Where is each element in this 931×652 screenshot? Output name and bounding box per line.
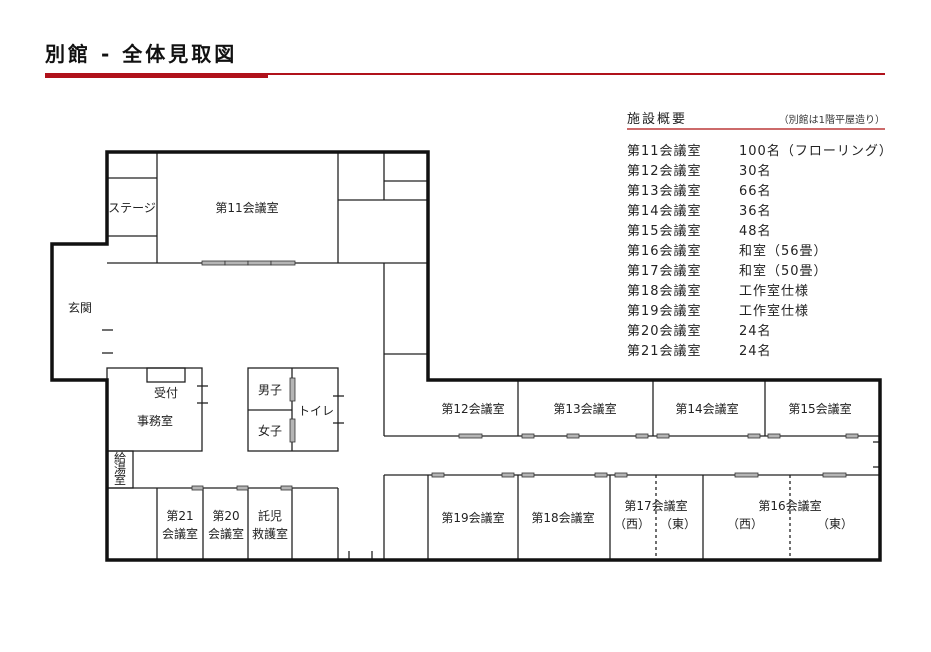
summary-row: 第17会議室 和室（50畳） [627, 262, 893, 282]
label-women: 女子 [258, 423, 282, 438]
door [635, 433, 649, 439]
door [289, 418, 296, 443]
label-kitchen-2: 湯 [114, 462, 126, 476]
summary-row: 第14会議室 36名 [627, 202, 893, 222]
label-room14: 第14会議室 [675, 401, 738, 416]
door [289, 377, 296, 402]
summary-room-capacity: 24名 [739, 344, 772, 359]
label-toilet: トイレ [298, 404, 334, 418]
label-room12: 第12会議室 [441, 401, 504, 416]
label-room20-1: 第20 [212, 509, 239, 523]
summary-row: 第11会議室 100名（フローリング） [627, 142, 893, 162]
label-room11: 第11会議室 [215, 200, 278, 215]
summary-room-name: 第17会議室 [627, 264, 702, 279]
label-childcare-1: 託児 [258, 508, 282, 523]
summary-room-capacity: 30名 [739, 164, 772, 179]
summary-heading: 施設概要 [627, 112, 688, 127]
label-room19: 第19会議室 [441, 510, 504, 525]
label-room17-east: （東） [660, 517, 696, 531]
summary-room-name: 第21会議室 [627, 344, 702, 359]
summary-room-capacity: 24名 [739, 324, 772, 339]
door [822, 472, 847, 478]
summary-room-capacity: 66名 [739, 184, 772, 199]
title-underline [268, 73, 885, 75]
door [236, 485, 249, 491]
label-kitchen-1: 給 [114, 451, 126, 465]
door [458, 433, 483, 439]
summary-row: 第16会議室 和室（56畳） [627, 242, 893, 262]
label-entrance: 玄関 [68, 300, 92, 315]
label-stage: ステージ [108, 201, 156, 215]
summary-row: 第19会議室 工作室仕様 [627, 302, 893, 322]
door [656, 433, 670, 439]
summary-row: 第15会議室 48名 [627, 222, 893, 242]
label-room17: 第17会議室 [624, 498, 687, 513]
door [247, 260, 272, 266]
label-kitchen-3: 室 [114, 472, 126, 487]
summary-room-name: 第20会議室 [627, 324, 702, 339]
label-men: 男子 [258, 383, 282, 397]
label-room21-1: 第21 [166, 509, 193, 523]
door [201, 260, 226, 266]
summary-room-capacity: 工作室仕様 [739, 304, 810, 319]
summary-room-name: 第12会議室 [627, 164, 702, 179]
door [431, 472, 445, 478]
label-room18: 第18会議室 [531, 510, 594, 525]
door [614, 472, 628, 478]
summary-room-name: 第14会議室 [627, 204, 702, 219]
summary-room-name: 第16会議室 [627, 244, 702, 259]
page-title: 別館 - 全体見取図 [45, 42, 238, 66]
label-room15: 第15会議室 [788, 401, 851, 416]
label-room16-west: （西） [727, 517, 763, 531]
summary-room-name: 第13会議室 [627, 184, 702, 199]
summary-row: 第21会議室 24名 [627, 342, 893, 362]
label-room17-west: （西） [614, 517, 650, 531]
label-room21-2: 会議室 [162, 526, 198, 541]
label-room13: 第13会議室 [553, 401, 616, 416]
summary-room-name: 第11会議室 [627, 144, 702, 159]
summary-room-capacity: 48名 [739, 224, 772, 239]
door [747, 433, 761, 439]
summary-list: 第11会議室 100名（フローリング） 第12会議室 30名第13会議室 66名第14会… [627, 142, 893, 362]
door [845, 433, 859, 439]
summary-room-capacity: 和室（50畳） [739, 264, 828, 279]
door [280, 485, 293, 491]
door [270, 260, 296, 266]
door [521, 472, 535, 478]
summary-row: 第12会議室 30名 [627, 162, 893, 182]
summary-divider [627, 128, 885, 130]
door [501, 472, 515, 478]
summary-room-capacity: 工作室仕様 [739, 284, 810, 299]
door [224, 260, 249, 266]
label-office: 事務室 [137, 413, 173, 428]
summary-room-name: 第19会議室 [627, 304, 702, 319]
door [594, 472, 608, 478]
interior-walls [102, 152, 880, 560]
label-reception: 受付 [154, 386, 178, 400]
summary-room-capacity: 和室（56畳） [739, 244, 828, 259]
outer-wall [50, 150, 882, 562]
door [566, 433, 580, 439]
summary-note: （別館は1階平屋造り） [778, 115, 885, 126]
label-room20-2: 会議室 [208, 526, 244, 541]
door [734, 472, 759, 478]
summary-row: 第13会議室 66名 [627, 182, 893, 202]
room-labels: ステージ 第11会議室 玄関 受付 事務室 給 湯 室 男子 女子 トイレ 第2… [68, 200, 853, 541]
door [521, 433, 535, 439]
door [191, 485, 204, 491]
doors [191, 260, 859, 491]
title-underline-accent [45, 73, 268, 78]
label-room16: 第16会議室 [758, 498, 821, 513]
summary-room-capacity: 100名（フローリング） [739, 144, 893, 159]
summary-row: 第18会議室 工作室仕様 [627, 282, 893, 302]
summary-room-capacity: 36名 [739, 204, 772, 219]
door [767, 433, 781, 439]
summary-row: 第20会議室 24名 [627, 322, 893, 342]
label-childcare-2: 救護室 [252, 526, 288, 541]
summary-room-name: 第18会議室 [627, 284, 702, 299]
label-room16-east: （東） [817, 517, 853, 531]
summary-room-name: 第15会議室 [627, 224, 702, 239]
